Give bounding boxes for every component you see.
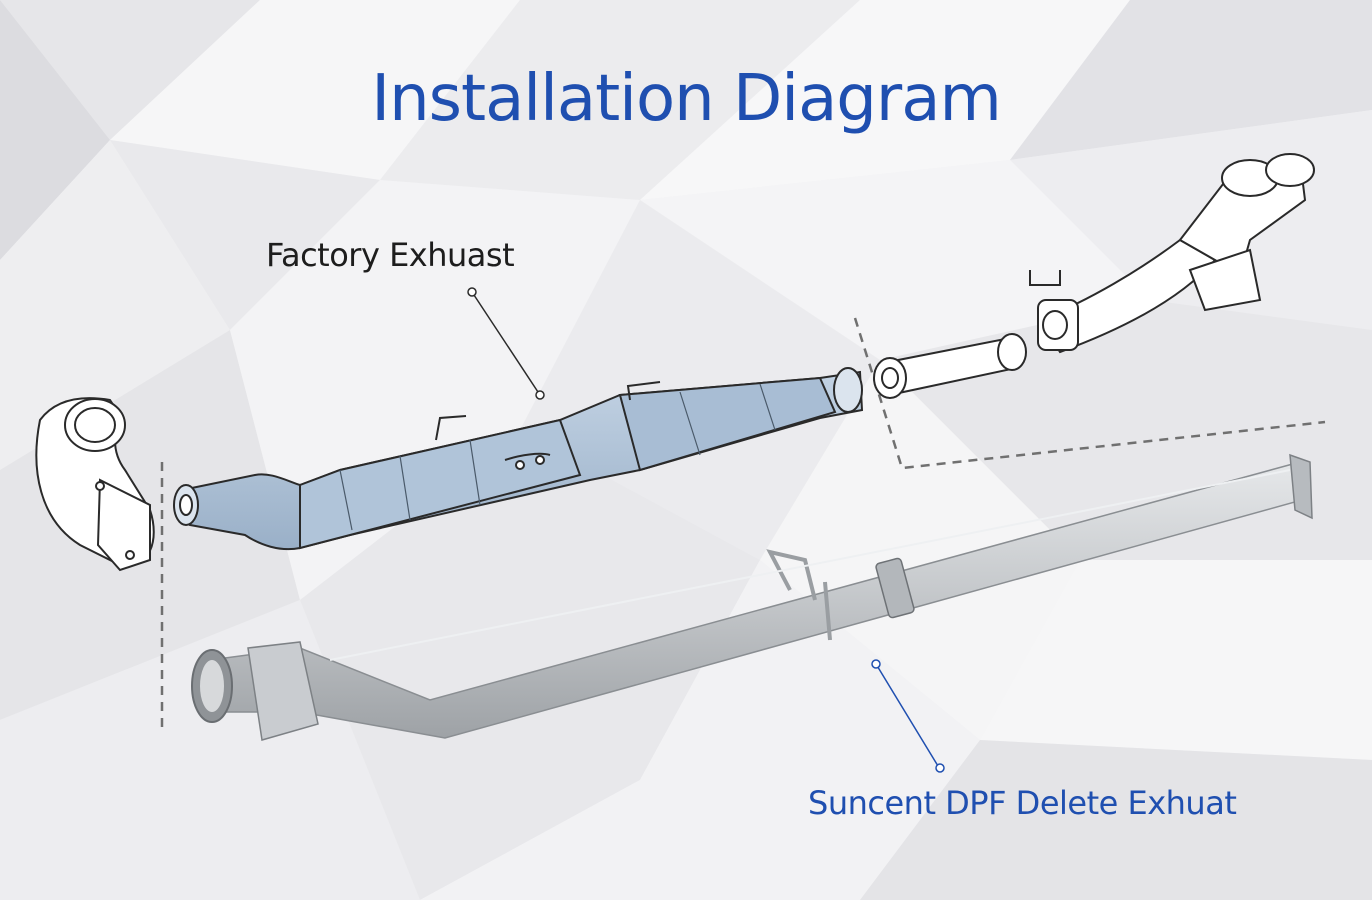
turbo-downpipe-elbow-icon bbox=[35, 397, 155, 572]
callout-delete bbox=[871, 659, 945, 773]
page-title: Installation Diagram bbox=[371, 62, 1002, 136]
dpf-delete-pipe-icon bbox=[191, 453, 1313, 741]
factory-exhaust-label: Factory Exhuast bbox=[266, 236, 515, 274]
factory-dpf-assembly-icon bbox=[173, 367, 864, 551]
tailpipe-with-tips-icon bbox=[873, 153, 1315, 399]
alignment-guides bbox=[160, 317, 1326, 728]
delete-exhaust-label: Suncent DPF Delete Exhuat bbox=[808, 784, 1237, 822]
callout-factory bbox=[467, 287, 545, 400]
